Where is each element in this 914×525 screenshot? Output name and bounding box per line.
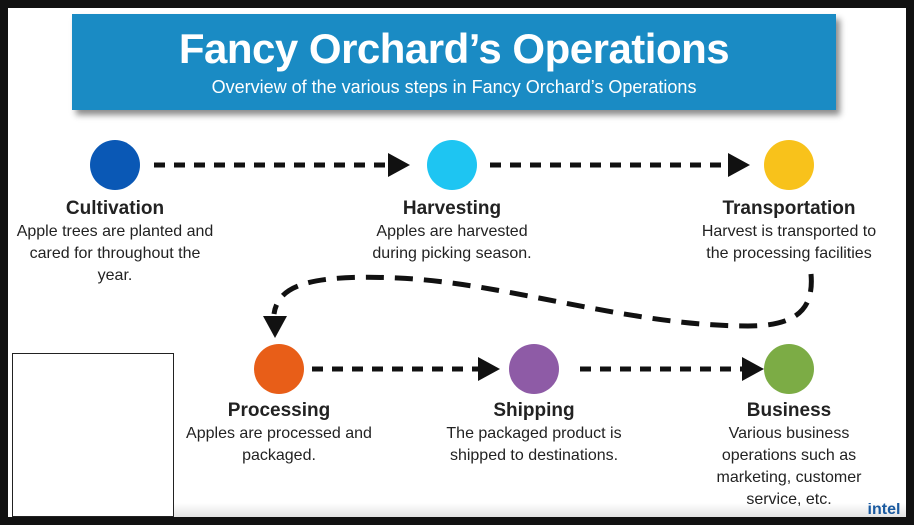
arrow-processing-to-shipping-head xyxy=(478,357,500,381)
arrow-harvesting-to-transportation-head xyxy=(728,153,750,177)
shipping-circle xyxy=(509,344,559,394)
step-cultivation: Cultivation Apple trees are planted and … xyxy=(8,197,235,287)
step-title: Processing xyxy=(227,400,331,421)
flow-diagram xyxy=(90,140,814,394)
arrow-shipping-to-business-head xyxy=(742,357,764,381)
step-business: Business Various business operations suc… xyxy=(669,399,906,511)
diagram-title: Fancy Orchard’s Operations xyxy=(178,25,730,72)
business-circle xyxy=(764,344,814,394)
step-description: Apples are processed and packaged. xyxy=(186,425,372,464)
processing-circle xyxy=(254,344,304,394)
step-title: Cultivation xyxy=(65,198,165,219)
slide: Fancy Orchard’s Operations Overview of t… xyxy=(8,8,906,517)
blank-overlay-box xyxy=(12,353,174,517)
harvesting-circle xyxy=(427,140,477,190)
step-description: Various business operations such as mark… xyxy=(716,425,862,508)
step-description: The packaged product is shipped to desti… xyxy=(446,425,622,464)
step-shipping: Shipping The packaged product is shipped… xyxy=(414,399,654,467)
step-title: Transportation xyxy=(722,198,856,219)
arrow-transportation-to-processing-head xyxy=(263,316,287,338)
arrow-cultivation-to-harvesting-head xyxy=(388,153,410,177)
step-description: Apples are harvested during picking seas… xyxy=(372,223,532,262)
step-title: Harvesting xyxy=(402,198,502,219)
step-description: Apple trees are planted and cared for th… xyxy=(16,223,214,284)
step-processing: Processing Apples are processed and pack… xyxy=(159,399,399,467)
arrow-transportation-to-processing xyxy=(271,273,814,329)
bottom-shadow xyxy=(168,503,906,517)
title-banner: Fancy Orchard’s Operations Overview of t… xyxy=(72,14,836,110)
intel-logo: intel xyxy=(867,503,901,517)
step-harvesting: Harvesting Apples are harvested during p… xyxy=(332,197,572,265)
step-transportation: Transportation Harvest is transported to… xyxy=(669,197,906,265)
step-title: Shipping xyxy=(493,400,575,421)
diagram-subtitle: Overview of the various steps in Fancy O… xyxy=(211,77,697,97)
step-title: Business xyxy=(746,400,832,421)
step-description: Harvest is transported to the processing… xyxy=(701,223,877,262)
transportation-circle xyxy=(764,140,814,190)
cultivation-circle xyxy=(90,140,140,190)
